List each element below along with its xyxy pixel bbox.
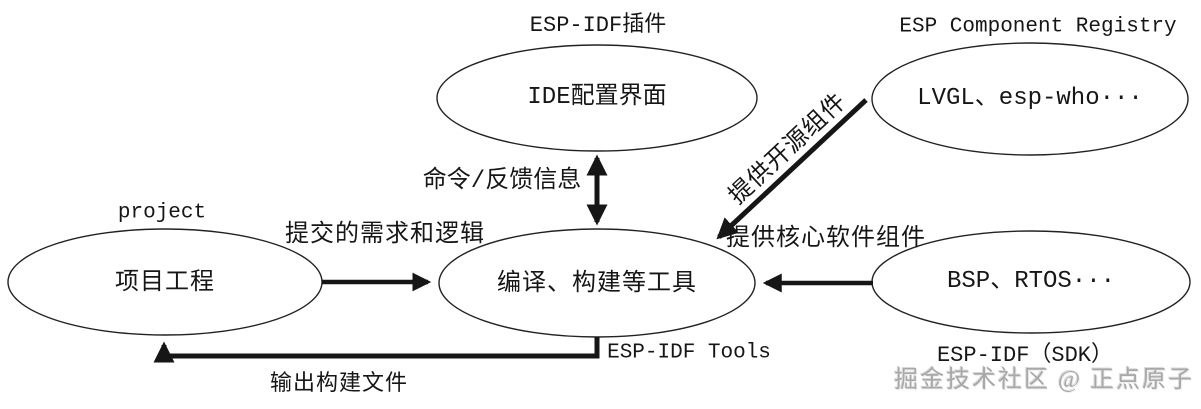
registry-node-label: LVGL、esp-who··· xyxy=(917,85,1143,112)
project-node-label: 项目工程 xyxy=(115,269,215,295)
project-node-caption: project xyxy=(117,201,207,225)
registry-node-ellipse xyxy=(871,42,1189,156)
watermark-text: 掘金技术社区 @ 正点原子 xyxy=(893,367,1195,393)
core-components-edge-label: 提供核心软件组件 xyxy=(726,225,926,251)
tools-node-label: 编译、构建等工具 xyxy=(497,270,697,296)
cmd-feedback-edge-label: 命令/反馈信息 xyxy=(422,168,582,195)
ide-node-caption: ESP-IDF插件 xyxy=(529,13,667,38)
sdk-node-label: BSP、RTOS··· xyxy=(946,268,1116,295)
sdk-node-caption: ESP-IDF（SDK） xyxy=(936,343,1114,368)
tools-node-caption: ESP-IDF Tools xyxy=(607,341,771,365)
ide-node-ellipse xyxy=(436,44,758,152)
submit-edge-label: 提交的需求和逻辑 xyxy=(285,221,485,247)
open-source-arrow xyxy=(716,98,868,240)
output-build-edge-label: 输出构建文件 xyxy=(269,370,409,395)
output-build-arrow xyxy=(153,337,600,363)
ide-node-label: IDE配置界面 xyxy=(527,84,667,111)
registry-node-caption: ESP Component Registry xyxy=(899,15,1177,39)
